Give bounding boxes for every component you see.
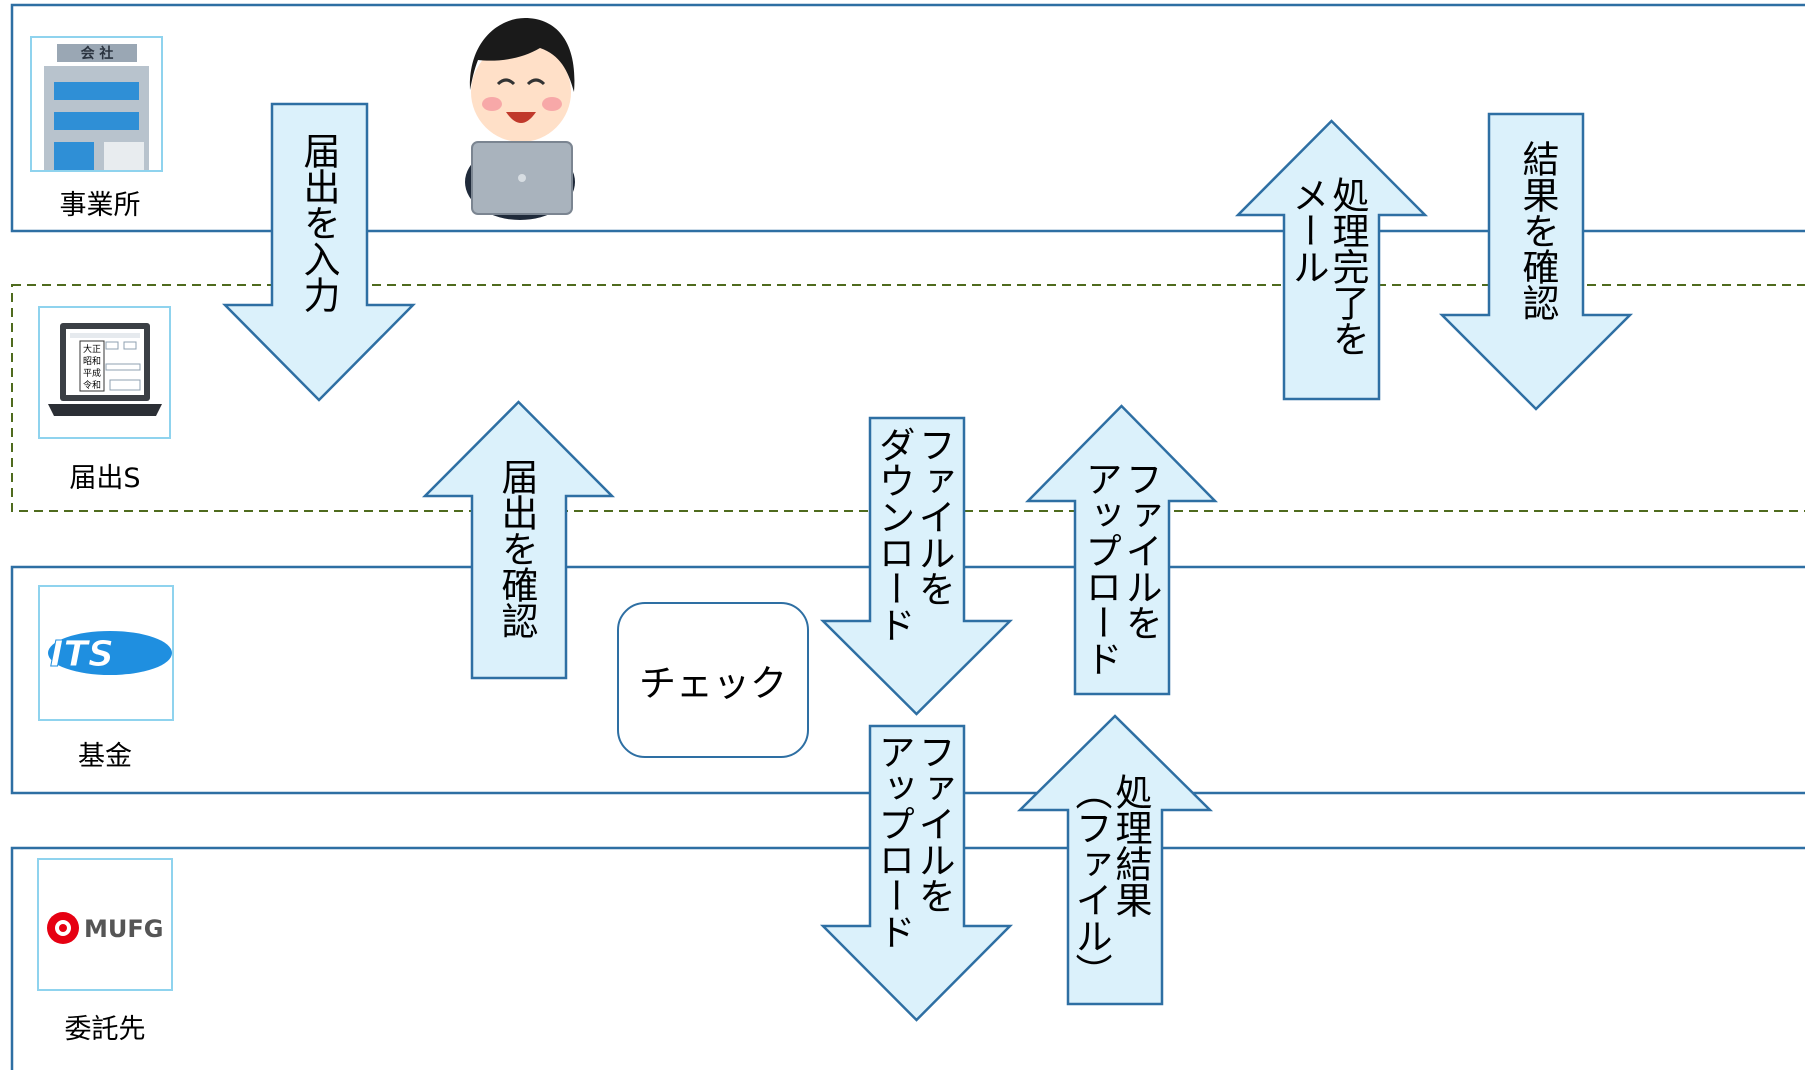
- arrow-label-upload-file-system: ファイルを アップロード: [1079, 460, 1162, 676]
- check-process-label: チェック: [639, 662, 787, 705]
- lane-label-system: 届出S: [69, 463, 141, 494]
- arrow-upload-file-system: [1025, 404, 1218, 696]
- form-line-reiwa: 令和: [83, 379, 101, 391]
- laptop-form-icon: 大正 昭和 平成 令和: [38, 306, 171, 439]
- arrow-mail-completion: [1234, 119, 1429, 401]
- arrow-label-confirm-notification: 届出を確認: [495, 458, 538, 638]
- arrow-label-upload-file-outsourcer: ファイルを アップロード: [872, 733, 955, 949]
- arrow-label-confirm-result: 結果を確認: [1516, 140, 1559, 320]
- check-process-box: チェック: [617, 602, 809, 758]
- arrow-download-file: [819, 416, 1014, 716]
- mufg-logo-text: MUFG: [84, 915, 163, 943]
- arrow-confirm-notification: [421, 400, 616, 680]
- its-logo: ITS: [38, 585, 174, 721]
- form-line-taisho: 大正: [83, 343, 101, 355]
- arrow-layer: [222, 102, 1634, 1022]
- arrow-upload-file-outsourcer: [819, 724, 1014, 1022]
- lane-label-fund: 基金: [78, 741, 132, 772]
- arrow-confirm-result: [1438, 112, 1634, 411]
- form-line-showa: 昭和: [83, 356, 101, 367]
- lane-office: [10, 3, 1805, 233]
- arrow-processing-result: [1016, 714, 1214, 1006]
- lane-label-office: 事業所: [59, 190, 141, 221]
- its-logo-text: ITS: [50, 634, 114, 675]
- arrow-label-enter-notification: 届出を入力: [297, 132, 340, 312]
- arrow-label-mail-completion: 処理完了を メール: [1286, 176, 1369, 356]
- arrow-label-download-file: ファイルを ダウンロード: [872, 426, 955, 642]
- company-building-icon: 会 社: [30, 36, 163, 172]
- form-line-heisei: 平成: [83, 367, 101, 379]
- person-laptop-icon: [465, 18, 575, 220]
- lane-label-outsourcer: 委託先: [64, 1014, 146, 1045]
- company-sign-text: 会 社: [81, 45, 114, 62]
- mufg-logo: MUFG: [37, 858, 173, 991]
- arrow-label-processing-result: 処理結果 （ファイル）: [1069, 773, 1152, 989]
- arrow-enter-notification: [222, 102, 416, 402]
